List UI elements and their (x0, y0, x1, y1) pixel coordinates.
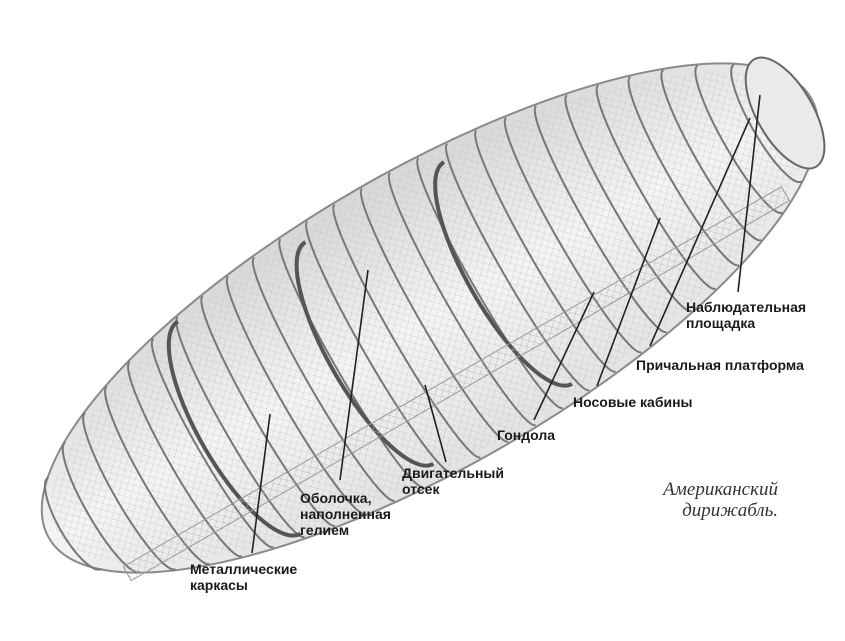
frame-ring (595, 84, 717, 290)
frame-ring (660, 69, 762, 242)
nose-cap (744, 56, 826, 170)
frame-ring (150, 338, 275, 549)
caption: Американский дирижабль. (663, 479, 778, 521)
leader-helium-envelope (339, 269, 369, 481)
label-helium-envelope: Оболочка, наполненная гелием (300, 490, 391, 538)
frame-ring (175, 316, 306, 539)
leader-engine-bay (424, 384, 447, 463)
frame-ring (251, 256, 395, 502)
frame-ring (200, 295, 336, 527)
frame-ring (44, 476, 102, 571)
frame-ring (278, 238, 425, 489)
leader-nose-cabins (596, 217, 661, 387)
frame-ring (359, 187, 509, 443)
frame-ring (82, 412, 176, 571)
label-metal-frames: Металлические каркасы (190, 561, 298, 593)
frame-ring (104, 385, 210, 565)
frame-ring (533, 105, 668, 334)
frame-ring (474, 129, 617, 373)
helium-cells (166, 160, 573, 538)
frame-ring (444, 143, 590, 392)
leader-metal-frames (251, 413, 271, 554)
leader-lines (251, 94, 761, 554)
label-observation-deck: Наблюдательная площадка (686, 299, 807, 331)
frame-ring (730, 63, 803, 184)
frame-ring (127, 361, 243, 558)
frame-ring (225, 275, 366, 515)
label-mooring-platform: Причальная платформа (636, 357, 804, 373)
label-nose-cabins: Носовые кабины (573, 394, 693, 410)
frame-ring (332, 203, 481, 459)
frame-ring (305, 220, 453, 474)
leader-mooring-platform (649, 117, 751, 347)
label-engine-bay: Двигательный отсек (402, 465, 504, 497)
frame-ring (564, 94, 692, 313)
leader-observation-deck (737, 94, 761, 293)
keel-corridor (122, 186, 791, 582)
frame-ring (416, 157, 564, 410)
leader-gondola (533, 291, 595, 421)
label-gondola: Гондола (497, 427, 556, 443)
frame-ring (627, 76, 740, 267)
frame-ring (387, 172, 537, 427)
frame-ring (503, 117, 642, 354)
